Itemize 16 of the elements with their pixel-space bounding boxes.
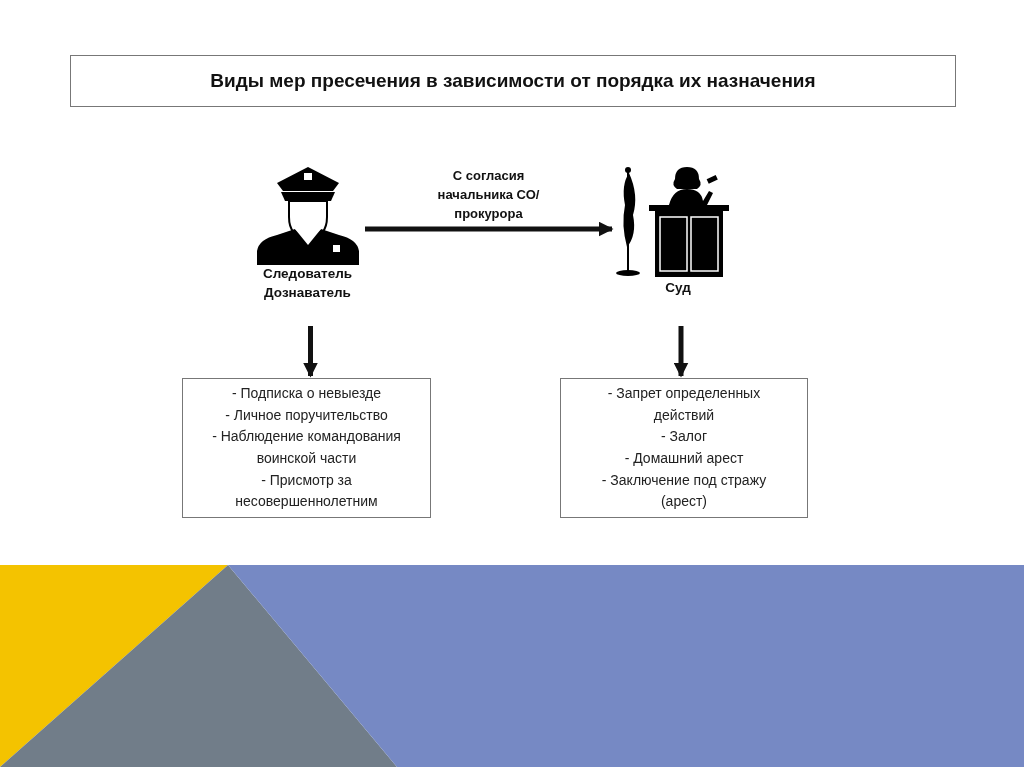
arrow bbox=[365, 221, 614, 237]
role-label: Суд bbox=[665, 279, 691, 297]
arrow bbox=[673, 326, 689, 378]
arrow bbox=[303, 326, 318, 378]
measures-box bbox=[182, 378, 431, 518]
list-item: - Присмотр за несовершеннолетним bbox=[234, 470, 379, 512]
title: Виды мер пресечения в зависимости от порядка их назначения bbox=[70, 55, 956, 107]
role-label: Следователь Дознаватель bbox=[261, 265, 354, 302]
measures-box bbox=[560, 378, 808, 518]
list-item: - Домашний арест bbox=[624, 449, 744, 468]
list-item: - Личное поручительство bbox=[225, 405, 388, 425]
list-item: - Наблюдение командования воинской части bbox=[211, 427, 402, 468]
list-item: - Запрет определенных действий bbox=[606, 383, 762, 425]
list-item: - Залог bbox=[661, 427, 707, 447]
list-item: - Подписка о невыезде bbox=[232, 383, 381, 403]
list-item: - Заключение под стражу (арест) bbox=[600, 470, 768, 512]
